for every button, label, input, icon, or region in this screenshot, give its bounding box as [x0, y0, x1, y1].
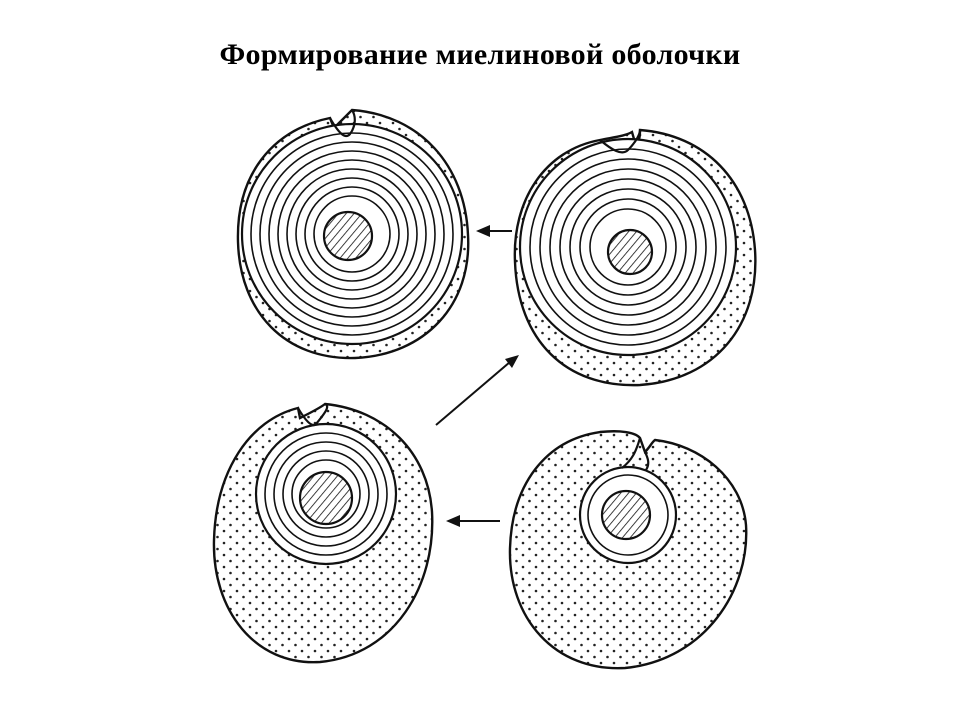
stage-2-axon	[298, 470, 354, 526]
stage-4-wrap-outer	[240, 122, 464, 346]
stage-3-wrap-8	[589, 208, 667, 286]
stage-4-wrap-7	[295, 177, 409, 291]
stage-1-cell	[508, 430, 748, 670]
stage-3-wrap-6	[569, 188, 687, 306]
stage-2-outer-mesaxon	[297, 402, 329, 427]
stage-3-wrap-7	[579, 198, 677, 296]
stage-4-axon	[322, 210, 374, 262]
stage-2-wrap-4	[282, 450, 370, 538]
stage-2-cell	[212, 402, 434, 664]
stage-1-outer-membrane	[578, 465, 678, 565]
stage-4-wrap-5	[277, 159, 427, 309]
stage-2-wrap-outer	[254, 422, 398, 566]
stage-3-wrap-3	[539, 158, 717, 336]
stage-4-wrap-3	[259, 141, 445, 327]
arrow-stage3-to-stage4	[476, 225, 512, 237]
stage-3-axon	[606, 228, 654, 276]
stage-1-mesaxon	[621, 437, 650, 471]
stage-2-wrap-2	[264, 432, 388, 556]
stage-1-axon	[600, 489, 652, 541]
stage-2-wrap-3	[273, 441, 379, 547]
arrow-stage2-to-stage3	[435, 355, 519, 426]
stage-2-wrap-5	[291, 459, 361, 529]
stage-3-wrap-5	[559, 178, 697, 316]
stage-3-cell	[513, 128, 757, 387]
arrow-stage1-to-stage2	[446, 515, 500, 527]
stage-4-wrap-9	[313, 195, 391, 273]
stage-4-wrap-4	[268, 150, 436, 318]
slide-title: Формирование миелиновой оболочки	[219, 38, 741, 71]
stage-4-wrap-8	[304, 186, 400, 282]
stage-4-cell	[236, 108, 470, 360]
stage-3-wrap-4	[549, 168, 707, 326]
stage-3-outer-mesaxon	[599, 129, 642, 154]
stage-4-outer-mesaxon	[329, 109, 356, 138]
stage-1-inner-membrane	[587, 474, 669, 556]
stage-4-wrap-6	[286, 168, 418, 300]
stage-3-wrap-outer	[518, 137, 738, 357]
